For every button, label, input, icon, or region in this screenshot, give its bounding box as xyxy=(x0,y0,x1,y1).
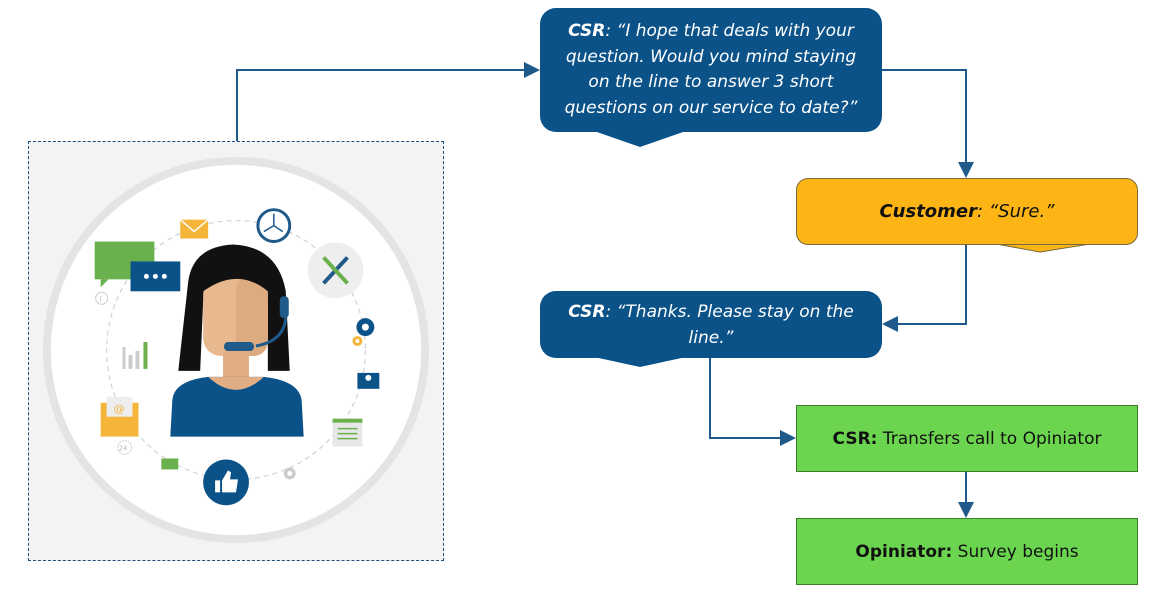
svg-text:i: i xyxy=(100,295,102,304)
bar-chart-icon xyxy=(122,342,148,369)
info-icon: i xyxy=(95,291,109,305)
notepad-icon xyxy=(332,418,363,447)
bubble-text: “Sure.” xyxy=(988,201,1055,222)
svg-text:24: 24 xyxy=(119,445,128,453)
chat-bubbles-icon xyxy=(94,241,181,292)
customer-reply-bubble: Customer: “Sure.” xyxy=(796,178,1138,245)
csr-ask-bubble: CSR: “I hope that deals with your questi… xyxy=(540,8,882,132)
woman-avatar xyxy=(170,244,304,437)
survey-begins-box: Opiniator: Survey begins xyxy=(796,518,1138,585)
tools-icon xyxy=(307,242,364,299)
envelope-icon xyxy=(179,219,209,239)
gear-icon xyxy=(356,318,375,337)
box-text: Transfers call to Opiniator xyxy=(882,428,1102,449)
green-envelope-icon xyxy=(161,458,179,470)
speaker-label: Opiniator xyxy=(855,541,946,562)
svg-text:@: @ xyxy=(114,403,125,416)
bubble-text: “Thanks. Please stay on the line.” xyxy=(616,301,854,348)
connector-customer-to-csr-thanks xyxy=(882,245,967,332)
csr-transfer-box: CSR: Transfers call to Opiniator xyxy=(796,405,1138,472)
bubble-tail xyxy=(594,357,686,367)
thumbs-up-icon xyxy=(203,459,249,506)
small-gear-icon xyxy=(352,336,363,347)
grey-gear-icon xyxy=(283,467,296,480)
connector-illustration-to-csr-ask xyxy=(236,62,540,141)
connector-csr-ask-to-customer xyxy=(882,69,974,178)
bubble-text: “I hope that deals with your question. W… xyxy=(564,21,858,118)
clock-icon xyxy=(256,208,292,244)
email-at-icon: @ xyxy=(100,396,139,437)
bubble-tail xyxy=(594,131,686,147)
csr-illustration: i @ 24 xyxy=(28,141,444,561)
24-hours-icon: 24 xyxy=(117,440,133,455)
speaker-label: Customer xyxy=(879,201,978,222)
speaker-label: CSR xyxy=(832,428,871,449)
speaker-label: CSR xyxy=(568,21,606,41)
dashed-orbit xyxy=(106,220,366,480)
speaker-label: CSR xyxy=(568,301,606,322)
mail-icon xyxy=(357,372,380,389)
bubble-tail xyxy=(995,243,1091,253)
box-text: Survey begins xyxy=(957,541,1079,562)
csr-thanks-bubble: CSR: “Thanks. Please stay on the line.” xyxy=(540,291,882,358)
connector-csr-thanks-to-transfer xyxy=(709,358,796,446)
